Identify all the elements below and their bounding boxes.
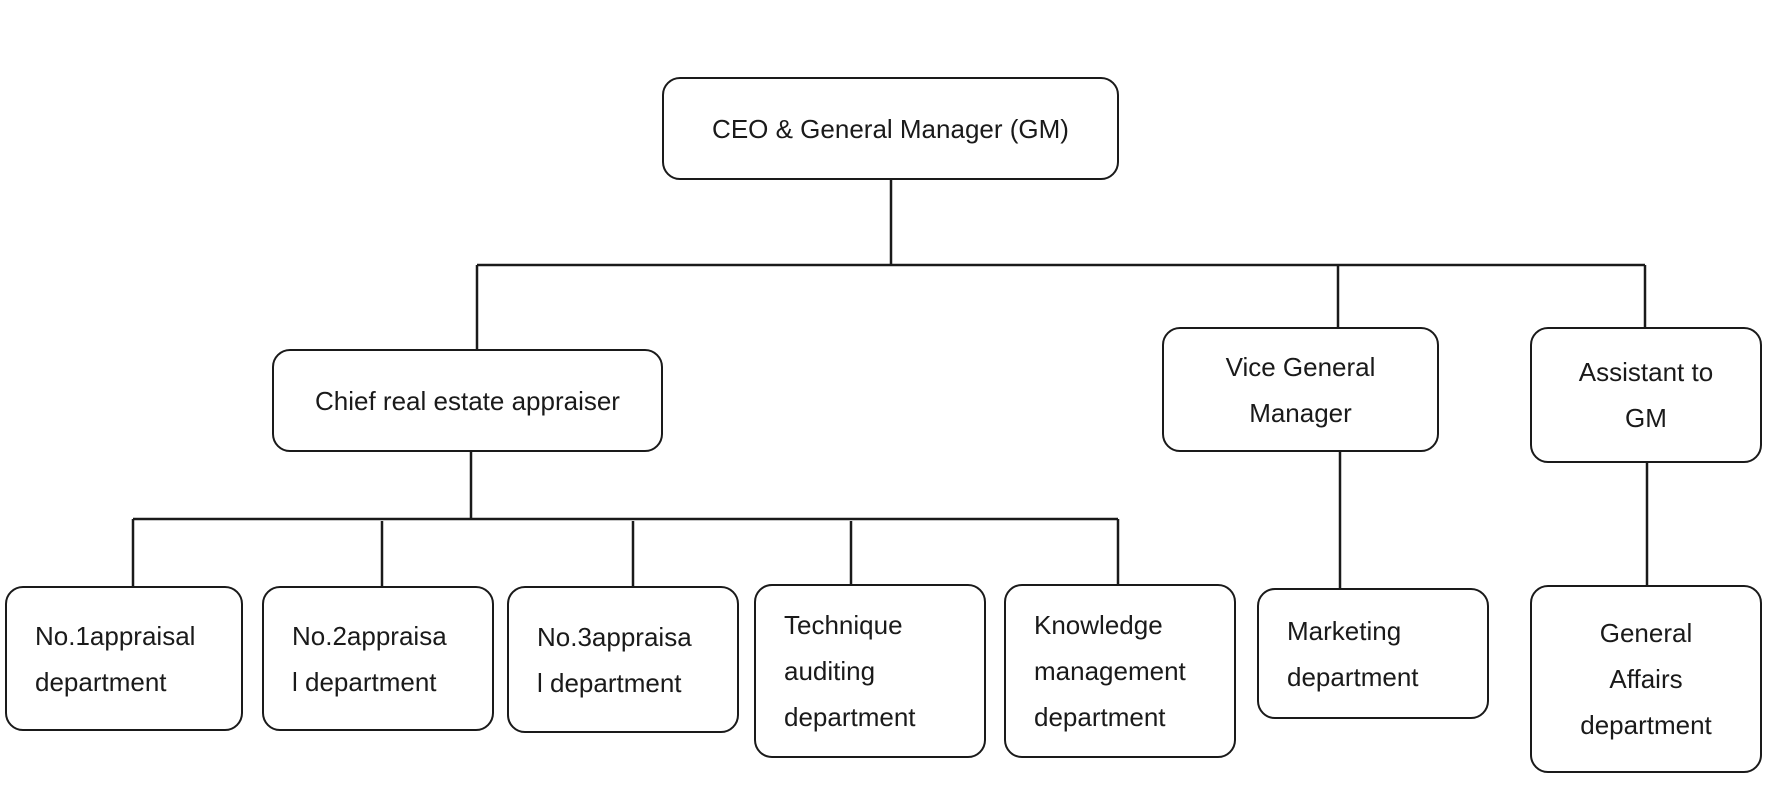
node-label: No.2appraisa l department xyxy=(292,620,447,697)
node-label: No.1appraisal department xyxy=(35,620,196,697)
node-vice-general-manager: Vice General Manager xyxy=(1162,327,1439,452)
node-label: Chief real estate appraiser xyxy=(315,385,620,416)
node-marketing-department: Marketing department xyxy=(1257,588,1489,719)
node-label: Marketing department xyxy=(1287,615,1419,692)
node-ceo-general-manager: CEO & General Manager (GM) xyxy=(662,77,1119,180)
node-no3-appraisal-department: No.3appraisa l department xyxy=(507,586,739,733)
node-label: Technique auditing department xyxy=(784,610,916,732)
node-no1-appraisal-department: No.1appraisal department xyxy=(5,586,243,731)
node-technique-auditing-department: Technique auditing department xyxy=(754,584,986,758)
node-label: No.3appraisa l department xyxy=(537,621,692,698)
node-label: General Affairs department xyxy=(1580,618,1712,740)
node-knowledge-management-department: Knowledge management department xyxy=(1004,584,1236,758)
node-label: Knowledge management department xyxy=(1034,610,1186,732)
node-label: Assistant to GM xyxy=(1578,357,1714,433)
node-assistant-to-gm: Assistant to GM xyxy=(1530,327,1762,463)
node-label: Vice General Manager xyxy=(1225,351,1376,428)
node-no2-appraisal-department: No.2appraisa l department xyxy=(262,586,494,731)
node-general-affairs-department: General Affairs department xyxy=(1530,585,1762,773)
node-chief-real-estate-appraiser: Chief real estate appraiser xyxy=(272,349,663,452)
node-label: CEO & General Manager (GM) xyxy=(712,113,1069,144)
